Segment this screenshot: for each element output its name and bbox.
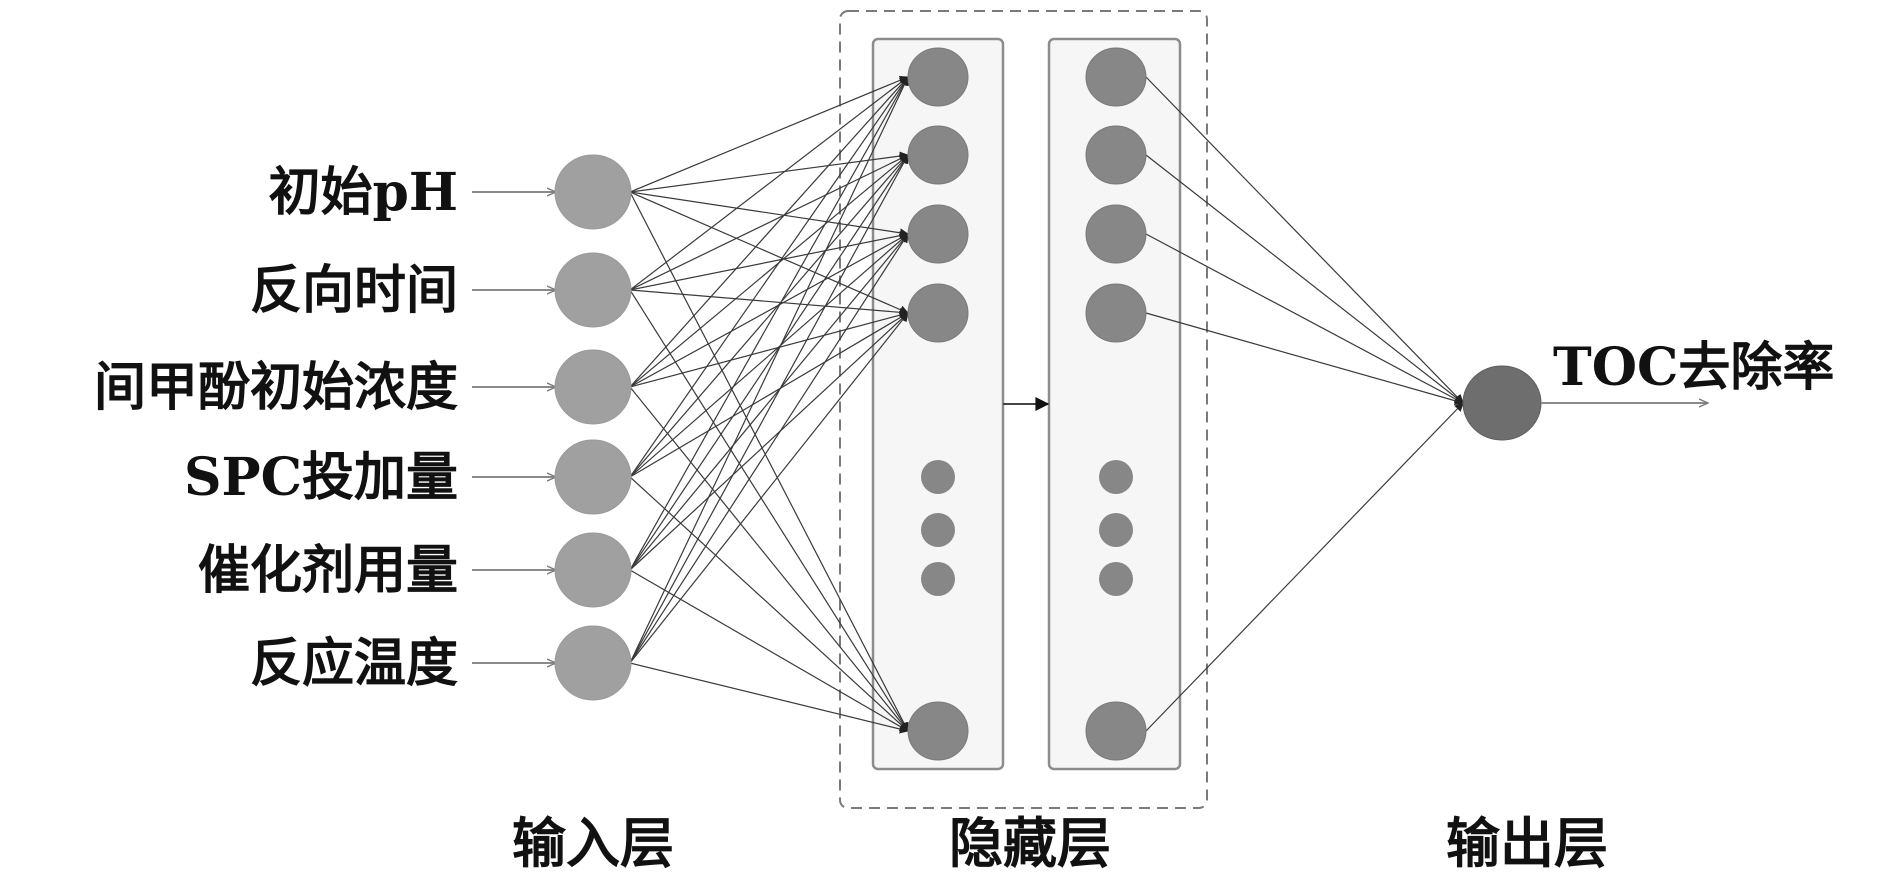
hidden-layer-group-box bbox=[839, 10, 1208, 809]
input-arrows bbox=[472, 192, 556, 663]
input-hidden-edge bbox=[629, 76, 909, 478]
input-node bbox=[554, 439, 632, 515]
hidden-ellipsis-dot bbox=[1099, 460, 1133, 494]
input-hidden-edge bbox=[629, 289, 909, 317]
output-layer-label: 输出层 bbox=[1446, 811, 1608, 874]
input-hidden-edge bbox=[629, 233, 909, 571]
hidden-node bbox=[1085, 47, 1147, 107]
input-nodes bbox=[554, 154, 632, 701]
input-hidden-edge bbox=[629, 386, 909, 732]
input-labels: 初始pH 反向时间 间甲酚初始浓度 SPC投加量 催化剂用量 反应温度 bbox=[94, 162, 458, 694]
hidden-output-edge bbox=[1145, 233, 1464, 404]
input-hidden-edge bbox=[629, 233, 909, 664]
hidden-ellipsis-dot bbox=[1099, 513, 1133, 547]
input-label: 催化剂用量 bbox=[198, 540, 458, 601]
input-hidden-edge bbox=[629, 312, 909, 571]
input-node bbox=[554, 349, 632, 425]
hidden-nodes bbox=[907, 47, 1147, 761]
hidden-node bbox=[907, 204, 969, 264]
input-hidden-edge bbox=[629, 233, 909, 388]
input-hidden-edge bbox=[629, 191, 909, 238]
hidden-ellipsis-dot bbox=[921, 513, 955, 547]
input-hidden-edge bbox=[629, 154, 909, 291]
hidden-to-output-edges bbox=[1145, 76, 1464, 732]
input-hidden-edge bbox=[629, 310, 909, 388]
hidden-node bbox=[1085, 283, 1147, 343]
hidden-ellipsis-dot bbox=[921, 460, 955, 494]
input-hidden-edge bbox=[629, 191, 909, 314]
input-hidden-edge bbox=[629, 289, 909, 732]
hidden-ellipsis-dot bbox=[1099, 562, 1133, 596]
input-hidden-edge bbox=[629, 662, 909, 734]
hidden-output-edge bbox=[1145, 402, 1464, 732]
input-label: 间甲酚初始浓度 bbox=[94, 357, 458, 418]
input-to-hidden-edges bbox=[629, 75, 909, 734]
hidden-output-edge bbox=[1145, 312, 1464, 406]
input-hidden-edge bbox=[629, 76, 909, 291]
input-hidden-edge bbox=[629, 154, 909, 478]
input-hidden-edge bbox=[629, 76, 909, 388]
input-hidden-edge bbox=[629, 76, 909, 571]
output-label: TOC去除率 bbox=[1553, 337, 1834, 398]
hidden-node bbox=[1085, 125, 1147, 185]
input-hidden-edge bbox=[629, 191, 909, 732]
input-node bbox=[554, 252, 632, 328]
hidden-node bbox=[907, 125, 969, 185]
input-hidden-edge bbox=[629, 233, 909, 478]
input-label: 初始pH bbox=[269, 162, 459, 223]
input-hidden-edge bbox=[629, 154, 909, 388]
input-node bbox=[554, 532, 632, 608]
input-hidden-edge bbox=[629, 231, 909, 291]
hidden-layer-label: 隐藏层 bbox=[949, 811, 1111, 874]
input-node bbox=[554, 154, 632, 230]
input-hidden-edge bbox=[629, 312, 909, 664]
input-hidden-edge bbox=[629, 76, 909, 664]
output-nodes bbox=[1462, 365, 1542, 441]
hidden-node bbox=[907, 47, 969, 107]
hidden-node bbox=[907, 701, 969, 761]
hidden-node bbox=[1085, 204, 1147, 264]
input-label: 反应温度 bbox=[250, 633, 458, 694]
input-node bbox=[554, 625, 632, 701]
input-hidden-edge bbox=[629, 151, 909, 193]
hidden-node bbox=[907, 283, 969, 343]
hidden-ellipsis-dot bbox=[921, 562, 955, 596]
input-label: 反向时间 bbox=[250, 260, 458, 321]
hidden-output-edge bbox=[1145, 76, 1464, 404]
input-layer-label: 输入层 bbox=[512, 811, 674, 874]
input-label: SPC投加量 bbox=[184, 447, 458, 508]
hidden-output-edge bbox=[1145, 154, 1464, 404]
input-hidden-edge bbox=[629, 476, 909, 732]
input-hidden-edge bbox=[629, 75, 909, 193]
input-hidden-edge bbox=[629, 154, 909, 571]
output-node bbox=[1462, 365, 1542, 441]
hidden-node bbox=[1085, 701, 1147, 761]
input-hidden-edge bbox=[629, 569, 909, 732]
input-hidden-edge bbox=[629, 312, 909, 478]
input-hidden-edge bbox=[629, 154, 909, 664]
